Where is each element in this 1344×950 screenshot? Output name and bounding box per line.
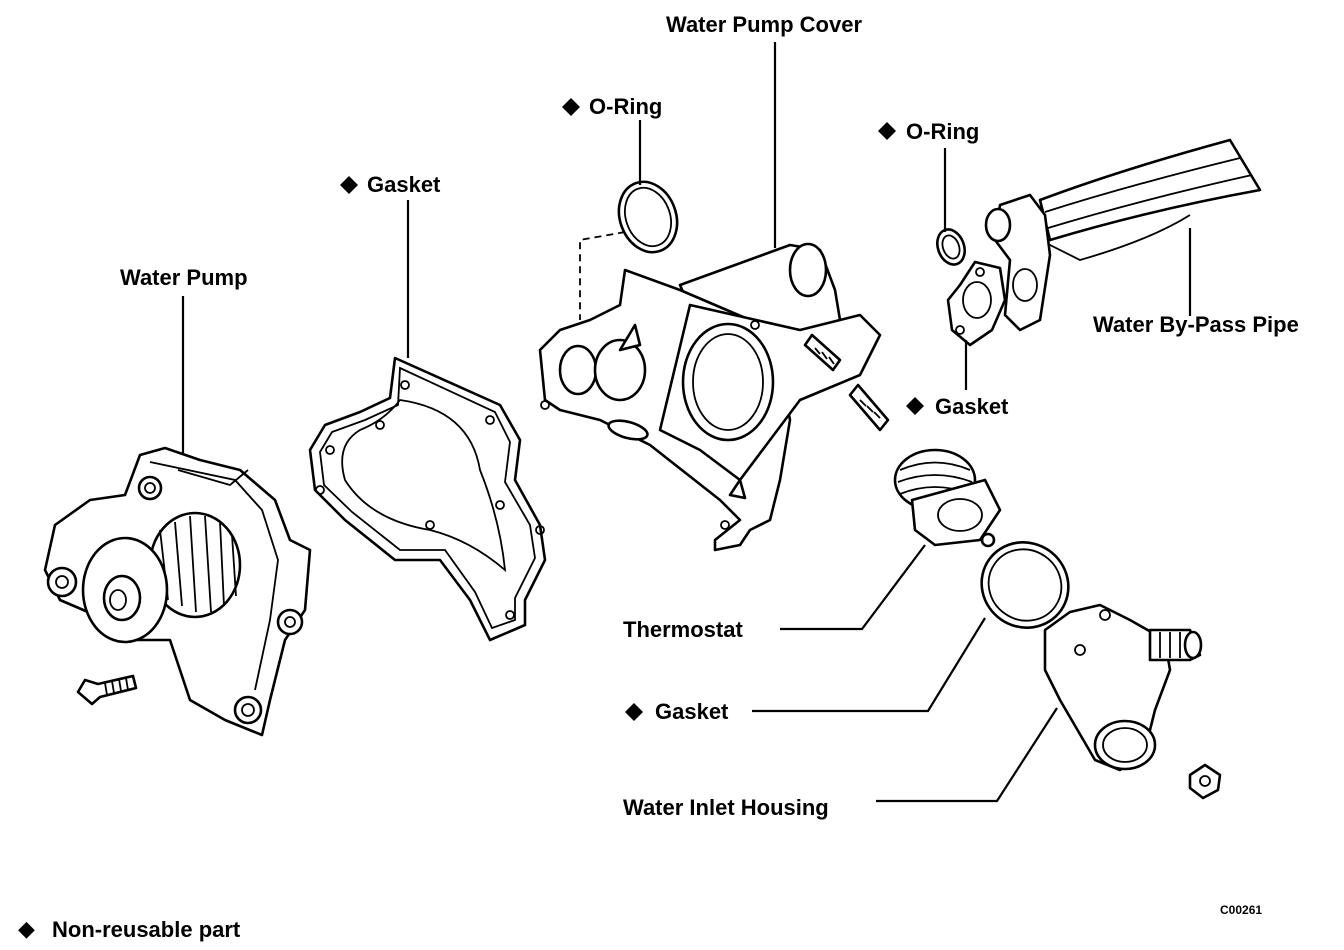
legend-symbol: ◆ — [18, 916, 35, 941]
o-ring-left-drawing — [579, 180, 679, 320]
water-inlet-housing-drawing — [1043, 603, 1222, 800]
non-reusable-marker-icon — [625, 703, 643, 721]
label-water-inlet-housing: Water Inlet Housing — [623, 795, 829, 820]
label-o-ring-left: O-Ring — [589, 94, 662, 119]
label-gasket-main: Gasket — [367, 172, 441, 197]
main-gasket-drawing — [308, 356, 547, 642]
label-o-ring-right: O-Ring — [906, 119, 979, 144]
labels: Water Pump Cover O-Ring Gasket Water Pum… — [18, 12, 1299, 942]
label-water-pump: Water Pump — [120, 265, 248, 290]
non-reusable-marker-icon — [340, 176, 358, 194]
o-ring-right-drawing — [936, 228, 966, 266]
water-pump-drawing — [43, 446, 312, 737]
legend-text: Non-reusable part — [52, 917, 241, 942]
label-gasket-inlet: Gasket — [655, 699, 729, 724]
label-thermostat: Thermostat — [623, 617, 743, 642]
water-pump-cover-drawing — [538, 242, 890, 552]
label-water-bypass-pipe: Water By-Pass Pipe — [1093, 312, 1299, 337]
non-reusable-marker-icon — [906, 397, 924, 415]
bypass-gasket-drawing — [946, 260, 1007, 347]
inlet-gasket-drawing — [980, 541, 1070, 629]
label-gasket-bypass: Gasket — [935, 394, 1009, 419]
water-bypass-pipe-drawing — [984, 138, 1262, 332]
label-water-pump-cover: Water Pump Cover — [666, 12, 862, 37]
non-reusable-marker-icon — [562, 98, 580, 116]
leader-lines — [181, 42, 1192, 803]
thermostat-drawing — [893, 448, 1002, 548]
non-reusable-marker-icon — [878, 122, 896, 140]
figure-code: C00261 — [1220, 903, 1262, 917]
